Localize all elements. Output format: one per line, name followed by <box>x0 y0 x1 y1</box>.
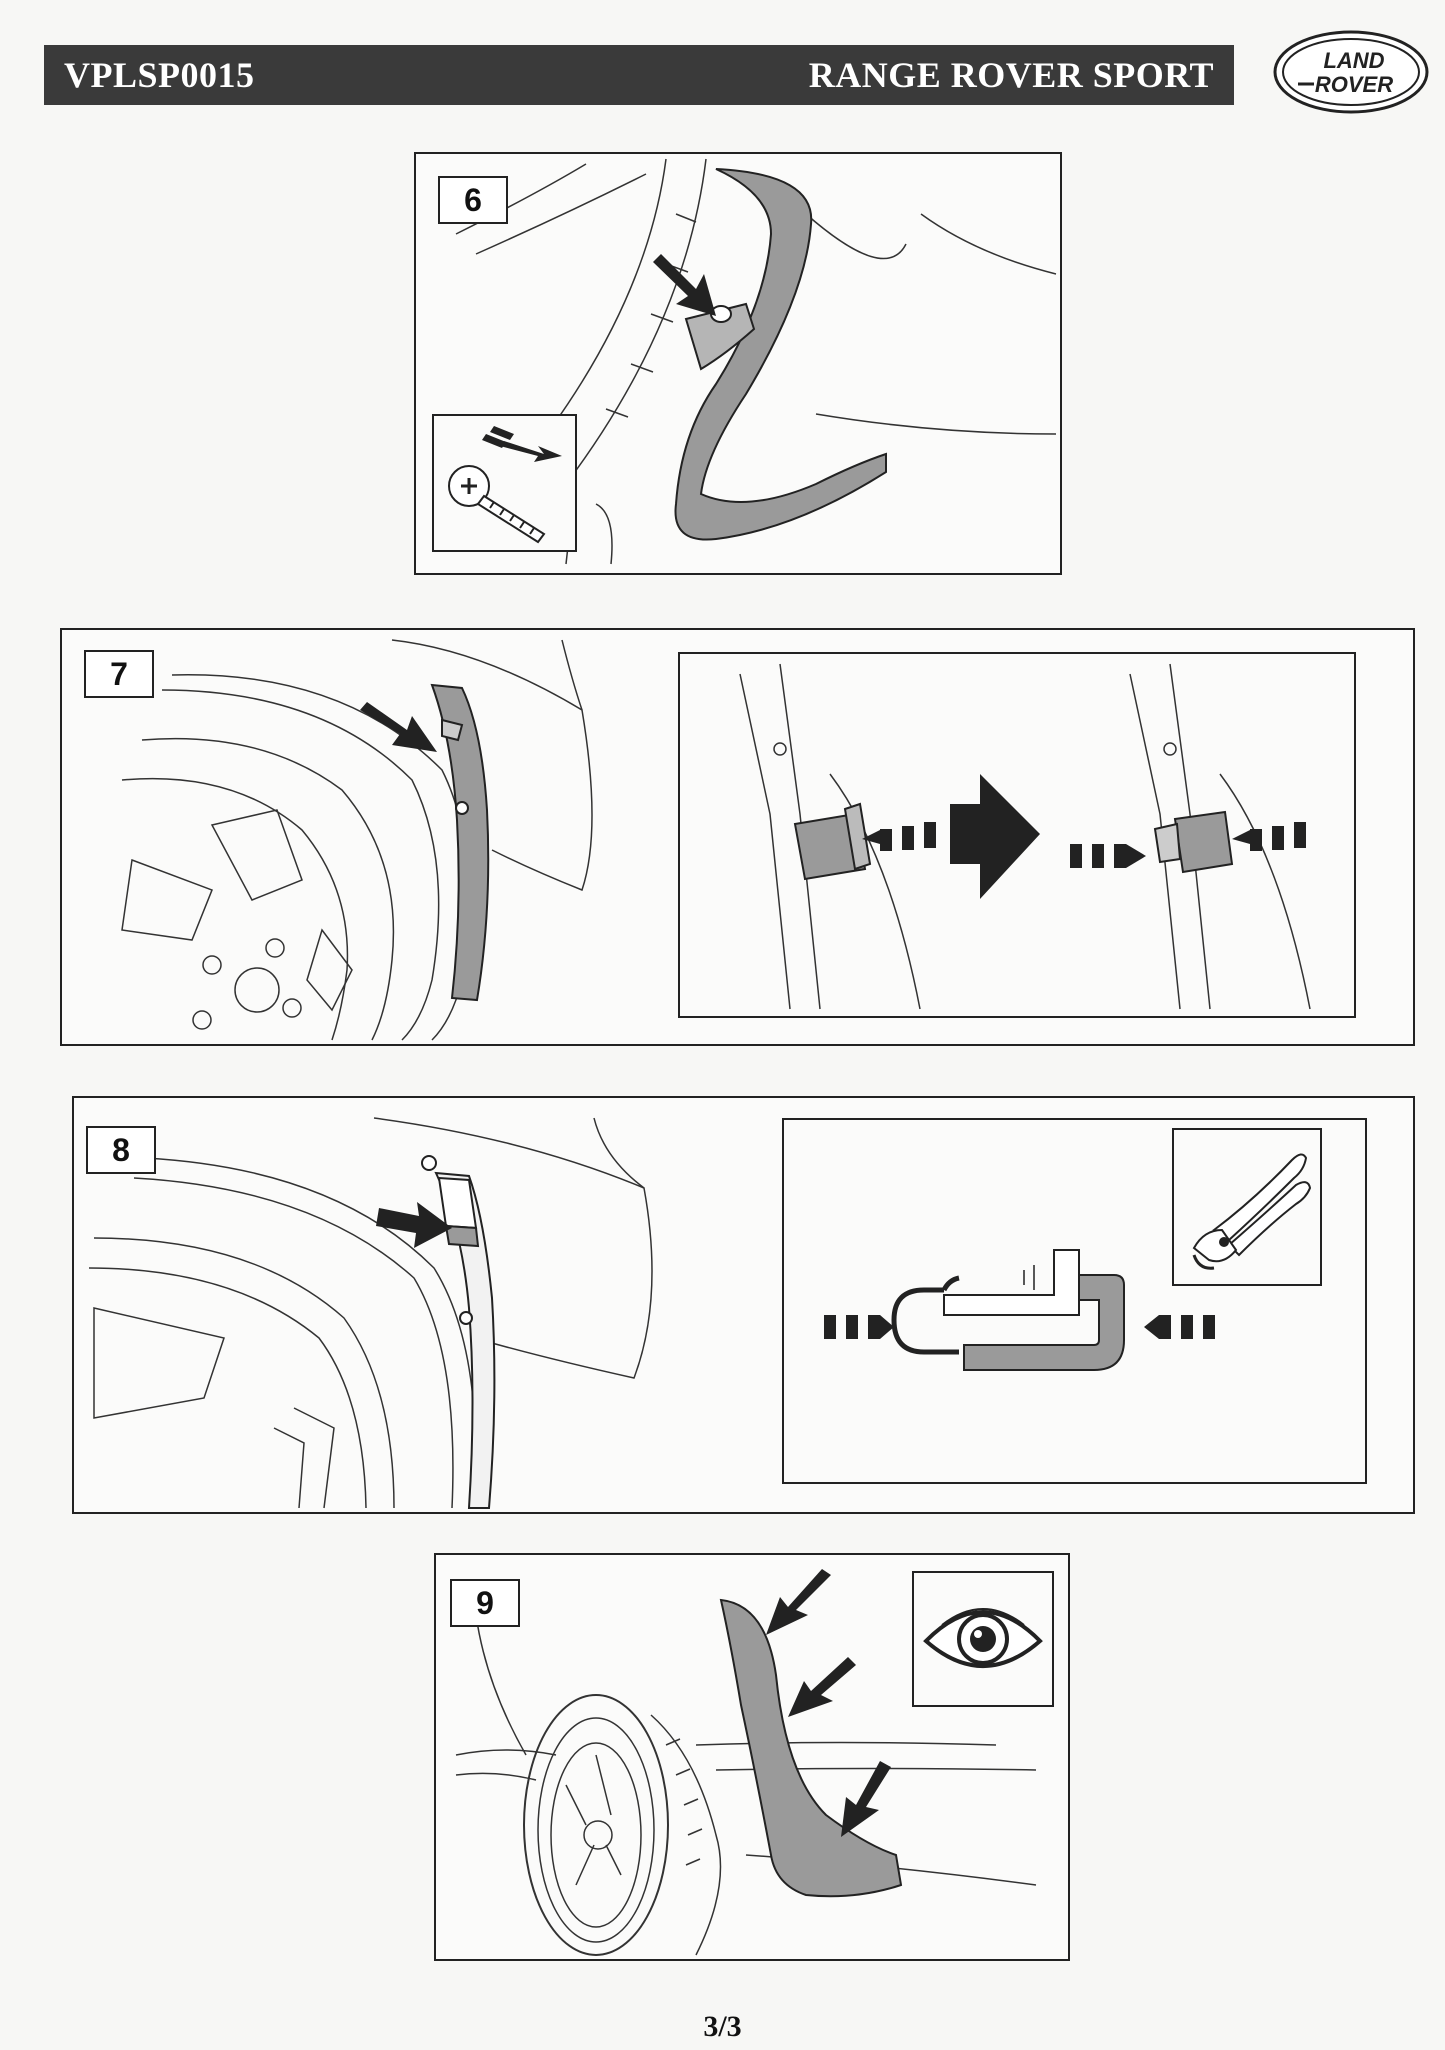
eye-inset <box>912 1571 1054 1707</box>
step-6-panel: 6 <box>414 152 1062 575</box>
arrow-icon <box>766 1569 831 1635</box>
screw-icon <box>448 426 562 544</box>
pliers-icon <box>1192 1153 1312 1270</box>
mudflap-illustration <box>674 168 887 541</box>
step-number-9: 9 <box>450 1579 520 1627</box>
mudflap-illustration <box>434 1171 496 1509</box>
document-code: VPLSP0015 <box>64 55 255 95</box>
clip-detail-illustration <box>739 663 1311 1010</box>
mudflap-illustration <box>430 683 490 1002</box>
arrow-icon <box>376 1202 452 1248</box>
step-7-panel: 7 <box>60 628 1415 1046</box>
logo-line-1: LAND <box>1323 48 1384 73</box>
eye-icon <box>923 1608 1043 1668</box>
land-rover-logo: LAND ROVER <box>1272 28 1430 116</box>
step-9-panel: 9 <box>434 1553 1070 1961</box>
step-8-panel: 8 <box>72 1096 1415 1514</box>
document-title: RANGE ROVER SPORT <box>808 55 1214 95</box>
pliers-inset <box>1172 1128 1322 1286</box>
step-number-7: 7 <box>84 650 154 698</box>
clip-detail-inset <box>678 652 1356 1018</box>
page-number: 3/3 <box>703 2010 742 2043</box>
screw-inset <box>432 414 577 552</box>
arrow-icon <box>653 254 716 316</box>
crimp-detail-inset <box>782 1118 1367 1484</box>
arrow-icon <box>788 1657 856 1717</box>
logo-line-2: ROVER <box>1315 72 1393 97</box>
wheel-illustration <box>88 1117 653 1509</box>
header-bar: VPLSP0015 RANGE ROVER SPORT <box>44 45 1234 105</box>
wheel-illustration <box>121 639 593 1041</box>
clip-crimp-illustration <box>824 1249 1215 1371</box>
arrow-icon <box>841 1761 891 1837</box>
wheel-illustration <box>455 1569 1037 1956</box>
arrow-icon <box>360 702 437 752</box>
mudflap-illustration <box>719 1598 903 1898</box>
step-number-8: 8 <box>86 1126 156 1174</box>
step-number-6: 6 <box>438 176 508 224</box>
